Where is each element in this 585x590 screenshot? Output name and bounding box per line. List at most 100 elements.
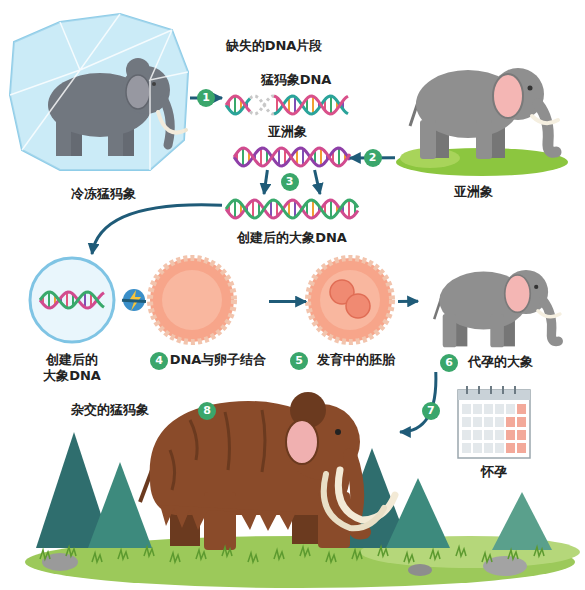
callout-number: 4 [150, 352, 168, 370]
calendar-cell [506, 430, 515, 440]
caption: 猛犸象DNA [261, 72, 332, 88]
dna-strand [226, 200, 358, 218]
grass [170, 553, 180, 562]
flow-arrow [264, 170, 267, 194]
calendar-cell [484, 443, 493, 453]
dna-strand [40, 292, 104, 308]
grass [326, 553, 336, 562]
dna-strand [226, 200, 358, 218]
dna-rung [242, 148, 244, 166]
dna-strand [234, 148, 350, 166]
callout-number: 1 [197, 89, 215, 107]
caption: 怀孕 [481, 464, 507, 480]
picture-node: 亚洲象 [395, 46, 567, 208]
dna-rung [348, 200, 350, 218]
caption: 冷冻猛犸象 [71, 186, 136, 202]
dna-rung [312, 96, 314, 113]
dna-strand [250, 96, 274, 114]
flow-arrow [315, 170, 320, 194]
dna-strand [274, 96, 348, 114]
grass [352, 550, 362, 559]
picture-node: 怀孕 [452, 386, 536, 486]
callout-number: 7 [422, 402, 440, 420]
caption: 发育中的胚胎 [317, 352, 395, 368]
flow-arrow [269, 300, 306, 303]
grass [196, 550, 206, 559]
calendar-cell [506, 404, 515, 414]
calendar-cell [495, 404, 504, 414]
grass [482, 553, 492, 562]
caption: 亚洲象 [454, 184, 493, 200]
dna-rung [330, 200, 332, 218]
calendar-cell [484, 404, 493, 414]
dna-rung [320, 148, 322, 165]
dna-rung [252, 200, 254, 217]
dna-rung [330, 96, 332, 114]
grass [508, 550, 518, 559]
calendar-cell [517, 443, 526, 453]
picture-node: 杂交的猛犸象 [70, 398, 400, 568]
calendar-cell [517, 404, 526, 414]
caption: 缺失的DNA片段 [226, 38, 323, 54]
caption: 亚洲象 [268, 124, 307, 140]
grass [274, 550, 284, 559]
dna-rung [48, 292, 50, 308]
callout-number: 8 [198, 402, 216, 420]
calendar-cell [517, 417, 526, 427]
dna-rung [312, 200, 314, 217]
calendar-cell [506, 443, 515, 453]
flow-arrow [122, 300, 146, 301]
grass [378, 547, 388, 556]
calendar-cell [484, 430, 493, 440]
grass [248, 553, 258, 562]
grass [40, 550, 50, 559]
picture-node: 缺失的DNA片段猛犸象DNA [222, 38, 352, 120]
caption: DNA与卵子结合 [170, 352, 267, 368]
calendar-cell [495, 443, 504, 453]
calendar-cell [473, 404, 482, 414]
picture-node: 冷冻猛犸象 [8, 14, 190, 214]
calendar-cell [495, 430, 504, 440]
dna-strand [226, 96, 250, 112]
calendar-cell [473, 417, 482, 427]
caption: 创建后的大象DNA [237, 230, 347, 246]
flow-arrow [398, 300, 418, 303]
picture-node: 亚洲象 [232, 124, 350, 170]
calendar-cell [462, 443, 471, 453]
caption: 代孕的大象 [468, 354, 533, 370]
dna-rung [260, 148, 262, 165]
grass [92, 553, 102, 562]
dna-strand [40, 292, 104, 308]
dna-strand [250, 96, 274, 114]
grass [534, 547, 544, 556]
callout-number: 6 [440, 354, 458, 372]
grass [456, 547, 466, 556]
calendar-cell [484, 417, 493, 427]
calendar-cell [462, 404, 471, 414]
grass [222, 547, 232, 556]
calendar-cell [462, 417, 471, 427]
picture-node: 代孕的大象 [418, 252, 566, 372]
calendar-cell [506, 417, 515, 427]
caption: 杂交的猛犸象 [71, 402, 149, 418]
calendar-cell [495, 417, 504, 427]
grass [144, 547, 154, 556]
caption: 创建后的 大象DNA [36, 352, 108, 384]
callout-number: 2 [364, 149, 382, 167]
calendar-cell [473, 430, 482, 440]
grass [404, 553, 414, 562]
grass [118, 550, 128, 559]
calendar-cell [473, 443, 482, 453]
picture-node: 发育中的胚胎 [306, 254, 398, 370]
callout-number: 5 [290, 352, 308, 370]
dna-strand [274, 96, 348, 114]
grass [300, 547, 310, 556]
callout-number: 3 [281, 173, 299, 191]
calendar-cell [462, 430, 471, 440]
flow-arrow [92, 205, 222, 254]
grass [430, 550, 440, 559]
dna-rung [234, 96, 236, 114]
